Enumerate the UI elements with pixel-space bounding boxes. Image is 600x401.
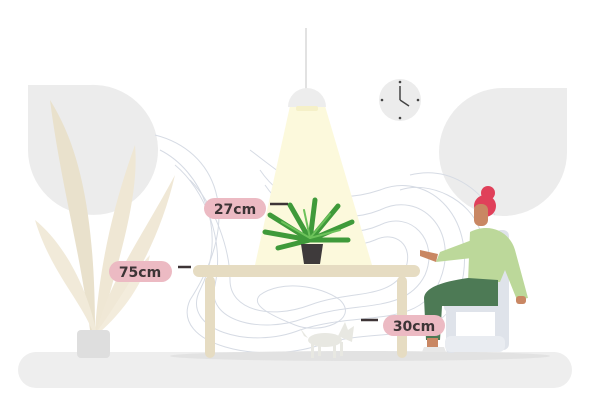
table-height-label: 75cm	[119, 265, 161, 281]
plant-pot	[77, 330, 110, 358]
left-grey-blob	[28, 84, 158, 215]
wall-clock-icon	[379, 79, 421, 121]
right-grey-blob	[439, 88, 567, 216]
floor	[18, 352, 572, 388]
lamp-bulb	[296, 106, 318, 111]
lamp-shade	[288, 88, 326, 107]
table-height-measure: 75cm	[109, 261, 191, 282]
plant-height-label: 27cm	[214, 202, 256, 218]
floor-shadow	[170, 351, 550, 361]
cat-height-label: 30cm	[393, 319, 435, 335]
cat-height-measure: 30cm	[361, 315, 445, 336]
cat	[300, 322, 354, 358]
plant-height-measure: 27cm	[204, 198, 288, 219]
fern-pot	[301, 244, 323, 264]
woman	[420, 186, 528, 352]
tall-plant	[35, 100, 175, 358]
table	[193, 265, 420, 358]
fern-plant	[262, 197, 355, 264]
